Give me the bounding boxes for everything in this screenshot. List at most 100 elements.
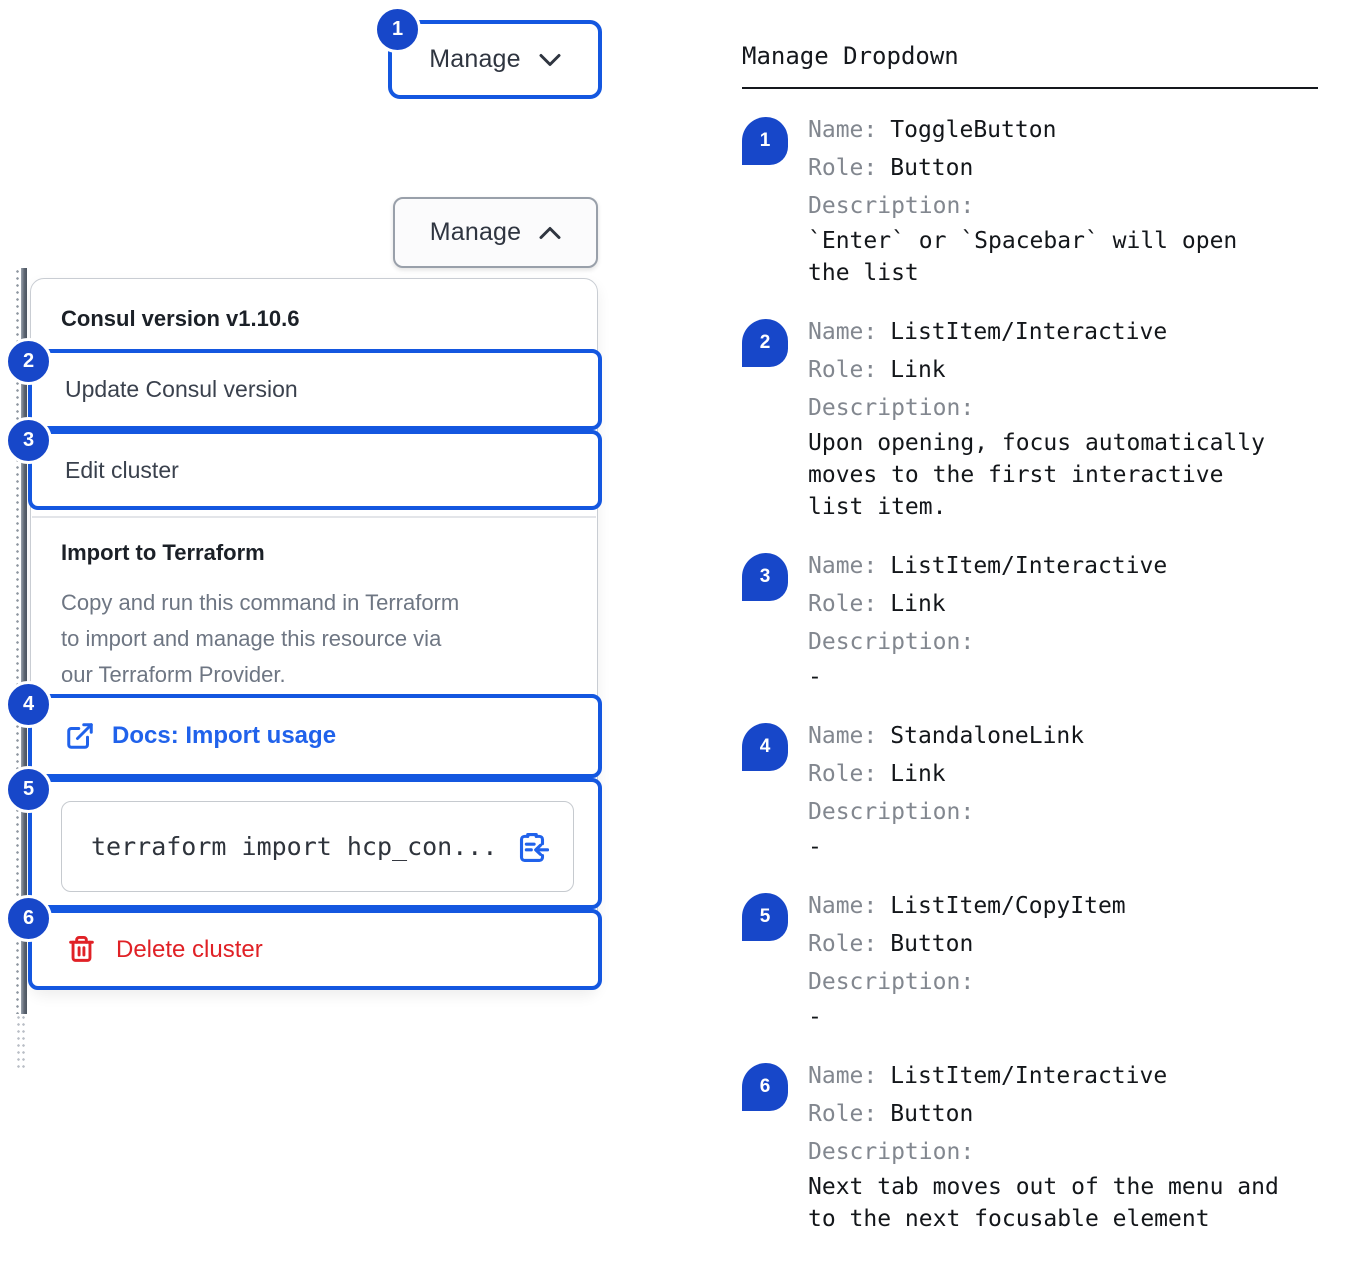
- doc-badge-2: 2: [742, 319, 788, 367]
- edit-cluster-label: Edit cluster: [65, 456, 179, 483]
- annotation-badge-6-number: 6: [22, 907, 35, 929]
- delete-cluster-label: Delete cluster: [116, 935, 263, 963]
- doc-badge-2-number: 2: [759, 332, 771, 353]
- doc-badge-1-number: 1: [759, 130, 771, 151]
- chevron-up-icon: [539, 226, 561, 239]
- accessibility-doc-pane: Manage Dropdown 1 Name: ToggleButton Role…: [742, 42, 1332, 1235]
- annotation-badge-1-number: 1: [391, 18, 404, 40]
- consul-version-title: Consul version v1.10.6: [61, 306, 300, 331]
- annotation-badge-2-number: 2: [22, 350, 35, 372]
- terraform-command-text: terraform import hcp_con...: [91, 832, 498, 861]
- name-value: ToggleButton: [890, 117, 1057, 143]
- description-label: Description:: [808, 969, 975, 995]
- role-value: Link: [890, 357, 946, 383]
- doc-item-4-text: Name: StandaloneLink Role: Link Descriptio…: [808, 717, 1318, 863]
- name-value: ListItem/Interactive: [890, 1063, 1168, 1089]
- name-label: Name:: [808, 319, 878, 345]
- dropdown-section-divider: [32, 516, 596, 518]
- description-value: -: [808, 664, 822, 690]
- doc-item-1-text: Name: ToggleButton Role: Button Descriptio…: [808, 111, 1318, 289]
- delete-cluster-item[interactable]: Delete cluster: [28, 909, 602, 990]
- name-value: ListItem/Interactive: [890, 553, 1168, 579]
- description-value: Next tab moves out of the menu and to th…: [808, 1174, 1279, 1232]
- name-label: Name:: [808, 117, 878, 143]
- description-value: Upon opening, focus automatically moves …: [808, 430, 1265, 520]
- doc-item-6-text: Name: ListItem/Interactive Role: Button De…: [808, 1057, 1318, 1235]
- role-value: Button: [890, 155, 974, 181]
- doc-item-2-text: Name: ListItem/Interactive Role: Link Desc…: [808, 313, 1318, 523]
- role-label: Role:: [808, 931, 878, 957]
- docs-import-usage-link[interactable]: Docs: Import usage: [28, 694, 602, 778]
- screenshot-torn-edge: [15, 268, 27, 1014]
- doc-item-5: 5 Name: ListItem/CopyItem Role: Button Des…: [742, 887, 1332, 1033]
- name-label: Name:: [808, 893, 878, 919]
- name-value: ListItem/Interactive: [890, 319, 1168, 345]
- edit-cluster-item[interactable]: Edit cluster: [28, 430, 602, 510]
- update-consul-version-label: Update Consul version: [65, 376, 298, 402]
- role-label: Role:: [808, 155, 878, 181]
- annotation-badge-4: 4: [5, 681, 52, 728]
- doc-badge-6: 6: [742, 1063, 788, 1111]
- role-label: Role:: [808, 357, 878, 383]
- description-label: Description:: [808, 1139, 975, 1165]
- doc-item-1: 1 Name: ToggleButton Role: Button Descript…: [742, 111, 1332, 289]
- docs-import-usage-label: Docs: Import usage: [112, 722, 337, 749]
- description-value: -: [808, 1004, 822, 1030]
- external-link-icon: [67, 723, 93, 749]
- manage-open-label: Manage: [429, 218, 522, 246]
- annotation-badge-4-number: 4: [22, 693, 35, 715]
- role-label: Role:: [808, 1101, 878, 1127]
- doc-badge-3-number: 3: [759, 566, 771, 587]
- annotation-badge-1: 1: [374, 6, 421, 53]
- doc-badge-3: 3: [742, 553, 788, 601]
- doc-badge-4-number: 4: [759, 736, 771, 757]
- doc-item-5-text: Name: ListItem/CopyItem Role: Button Descr…: [808, 887, 1318, 1033]
- name-value: StandaloneLink: [890, 723, 1085, 749]
- name-label: Name:: [808, 723, 878, 749]
- name-value: ListItem/CopyItem: [890, 893, 1126, 919]
- doc-pane-rule: [742, 87, 1318, 89]
- clipboard-copy-icon[interactable]: [515, 830, 549, 864]
- doc-item-6: 6 Name: ListItem/Interactive Role: Button …: [742, 1057, 1332, 1235]
- doc-badge-6-number: 6: [759, 1076, 771, 1097]
- import-terraform-title: Import to Terraform: [61, 540, 265, 565]
- doc-item-2: 2 Name: ListItem/Interactive Role: Link De…: [742, 313, 1332, 523]
- manage-toggle-label: Manage: [429, 45, 521, 73]
- doc-item-4: 4 Name: StandaloneLink Role: Link Descript…: [742, 717, 1332, 863]
- doc-item-3-text: Name:ListItem/Interactive Role:Link Desc…: [808, 547, 1318, 693]
- description-value: `Enter` or `Spacebar` will open the list: [808, 228, 1238, 286]
- role-value: Button: [890, 1101, 974, 1127]
- description-label: Description:: [808, 193, 975, 219]
- annotation-badge-5-number: 5: [22, 778, 35, 800]
- update-consul-version-item[interactable]: Update Consul version: [28, 349, 602, 430]
- doc-badge-5-number: 5: [759, 906, 771, 927]
- description-value: -: [808, 834, 822, 860]
- doc-badge-4: 4: [742, 723, 788, 771]
- annotation-badge-5: 5: [5, 766, 52, 813]
- role-value: Link: [890, 591, 946, 617]
- annotation-badge-2: 2: [5, 338, 52, 385]
- screenshot-torn-edge-tail: [16, 1014, 27, 1072]
- name-label: Name:: [808, 1063, 878, 1089]
- description-label: Description:: [808, 799, 975, 825]
- role-value: Link: [890, 761, 946, 787]
- annotation-badge-3: 3: [5, 417, 52, 464]
- manage-toggle-button-open[interactable]: Manage: [393, 197, 598, 268]
- doc-badge-5: 5: [742, 893, 788, 941]
- annotation-badge-6: 6: [5, 895, 52, 942]
- role-label: Role:: [808, 761, 878, 787]
- annotation-badge-3-number: 3: [22, 429, 35, 451]
- terraform-copy-item: terraform import hcp_con...: [28, 778, 602, 909]
- trash-icon: [69, 935, 94, 962]
- doc-item-3: 3 Name:ListItem/Interactive Role:Link De…: [742, 547, 1332, 693]
- terraform-command-field[interactable]: terraform import hcp_con...: [61, 801, 574, 892]
- role-value: Button: [890, 931, 974, 957]
- chevron-down-icon: [539, 53, 561, 66]
- doc-badge-1: 1: [742, 117, 788, 165]
- role-label: Role:: [808, 591, 878, 617]
- description-label: Description:: [808, 395, 975, 421]
- import-terraform-description: Copy and run this command in Terraform t…: [61, 590, 460, 687]
- manage-toggle-button[interactable]: Manage: [388, 20, 602, 99]
- doc-pane-title: Manage Dropdown: [742, 42, 959, 70]
